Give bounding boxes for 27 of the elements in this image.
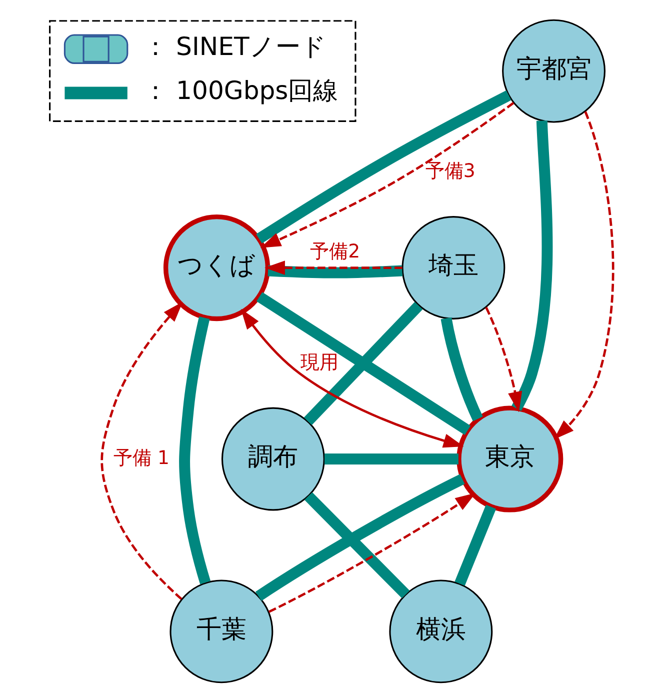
connector	[324, 454, 458, 464]
node-circle: 横浜	[388, 580, 492, 684]
edge-label: 予備 1	[113, 448, 169, 469]
arrow	[264, 260, 402, 275]
connector	[440, 317, 482, 422]
node-circle: 東京	[456, 406, 563, 512]
connector	[454, 504, 496, 586]
edge-label: 予備2	[310, 242, 360, 263]
connector	[304, 492, 410, 598]
arrow	[268, 492, 476, 613]
connector	[303, 302, 422, 426]
arrow	[240, 308, 464, 448]
arrow	[553, 111, 614, 440]
edge-label: 予備3	[424, 161, 475, 182]
node-circle: 宇都宮	[502, 19, 605, 123]
connector	[178, 316, 210, 584]
edge-label: 現用	[300, 352, 338, 374]
legend-label: ： SINETノード	[142, 32, 326, 62]
node-circle: 千葉	[169, 580, 273, 684]
arrow	[100, 302, 182, 600]
connector	[511, 120, 552, 411]
connector	[267, 265, 402, 278]
connector	[254, 474, 464, 601]
node-circle: 埼玉	[401, 216, 505, 320]
legend-label: ： 100Gbps回線	[142, 76, 338, 105]
node-circle: 調布	[220, 407, 324, 511]
arrow	[484, 306, 522, 412]
